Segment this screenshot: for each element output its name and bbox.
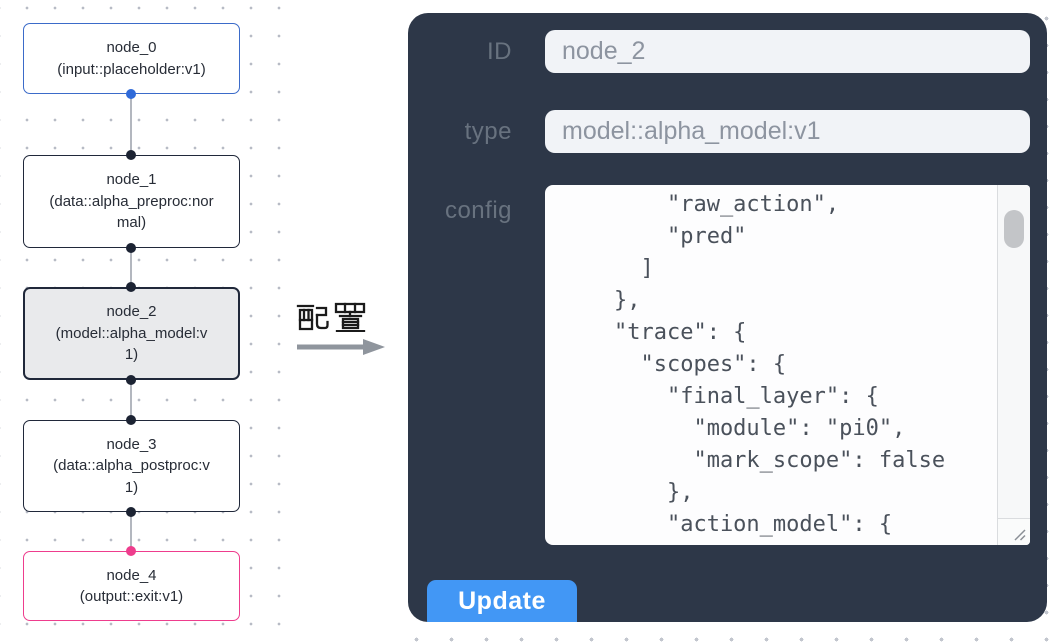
config-json-text[interactable]: "raw_action", "pred" ] }, "trace": { "sc…: [613, 192, 946, 537]
resize-grip-icon: [1014, 529, 1026, 541]
input-port-node_2[interactable]: [126, 282, 136, 292]
config-field-label: config: [444, 197, 512, 224]
flow-node-node_4[interactable]: node_4 (output::exit:v1): [23, 551, 240, 621]
input-port-node_4[interactable]: [126, 546, 136, 556]
flow-node-node_2-selected[interactable]: node_2 (model::alpha_model:v1): [23, 287, 240, 380]
configure-label-glyphs: [296, 302, 366, 332]
configure-annotation: [296, 300, 388, 356]
type-input[interactable]: [545, 110, 1030, 153]
config-textarea[interactable]: "raw_action", "pred" ] }, "trace": { "sc…: [545, 185, 1030, 545]
input-port-node_3[interactable]: [126, 415, 136, 425]
scrollbar-track[interactable]: [997, 185, 1030, 518]
right-arrow-icon: [297, 339, 385, 355]
edge-node0-node1[interactable]: [130, 94, 132, 155]
node-type-label: (output::exit:v1): [79, 588, 184, 605]
output-port-node_3[interactable]: [126, 507, 136, 517]
flow-canvas[interactable]: node_0 (input::placeholder:v1) node_1 (d…: [0, 0, 282, 643]
node-type-label: (input::placeholder:v1): [57, 60, 206, 78]
node-type-label: (data::alpha_postproc:v1): [53, 457, 210, 496]
output-port-node_2[interactable]: [126, 375, 136, 385]
flow-node-node_3[interactable]: node_3 (data::alpha_postproc:v1): [23, 420, 240, 512]
node-title: node_4: [106, 566, 157, 584]
node-title: node_0: [106, 39, 157, 56]
edge-node2-node3[interactable]: [130, 380, 132, 420]
output-port-node_1[interactable]: [126, 243, 136, 253]
scrollbar-thumb[interactable]: [1004, 210, 1024, 248]
output-port-node_0[interactable]: [126, 89, 136, 99]
edge-node3-node4[interactable]: [130, 512, 132, 551]
node-type-label: (data::alpha_preproc:normal): [49, 192, 214, 232]
right-canvas-background: ID type config "raw_action", "pred" ] },…: [392, 0, 1062, 643]
update-button[interactable]: Update: [427, 580, 577, 622]
node-title: node_2: [106, 303, 157, 321]
id-field-label: ID: [487, 37, 512, 65]
flow-node-node_1[interactable]: node_1 (data::alpha_preproc:normal): [23, 155, 240, 248]
node-type-label: (model::alpha_model:v1): [55, 324, 208, 364]
node-title: node_1: [106, 171, 157, 189]
input-port-node_1[interactable]: [126, 150, 136, 160]
resize-handle[interactable]: [997, 518, 1030, 545]
edge-node1-node2[interactable]: [130, 248, 132, 287]
id-input[interactable]: [545, 30, 1030, 73]
node-config-panel: ID type config "raw_action", "pred" ] },…: [408, 13, 1047, 622]
type-field-label: type: [464, 117, 512, 145]
flow-node-node_0[interactable]: node_0 (input::placeholder:v1): [23, 23, 240, 94]
node-title: node_3: [106, 435, 157, 453]
